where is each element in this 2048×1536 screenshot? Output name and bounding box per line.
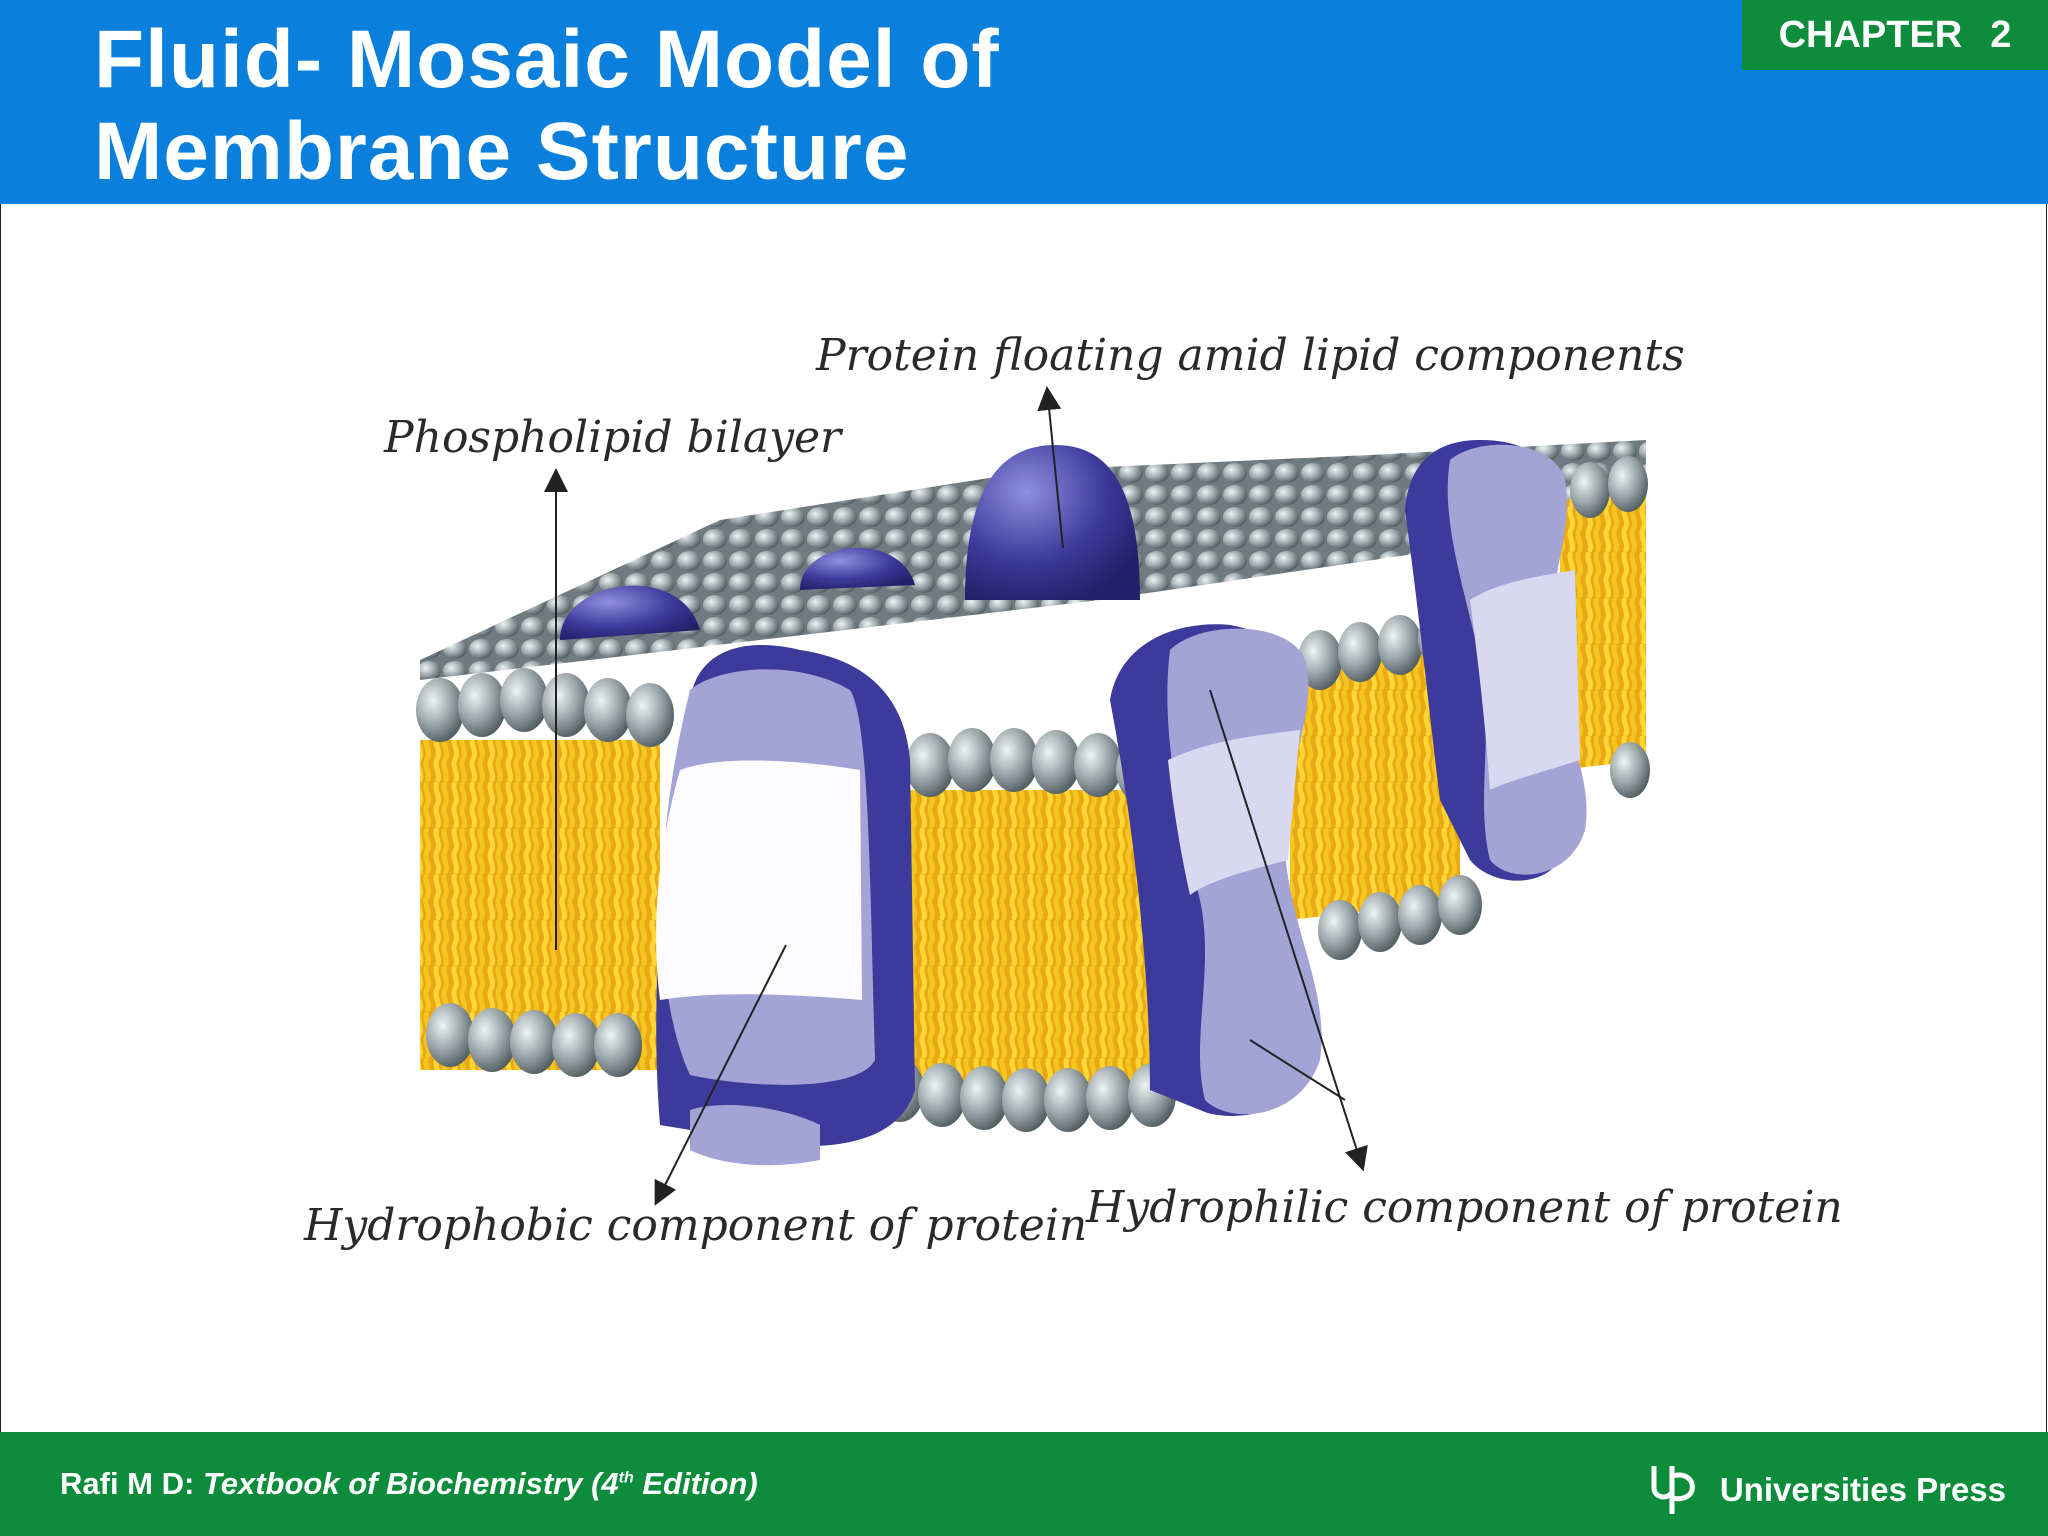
publisher: Universities Press [1648,1462,2006,1518]
citation-title: Textbook of Biochemistry (4th Edition) [202,1466,758,1501]
slide-footer: Rafi M D: Textbook of Biochemistry (4th … [0,1432,2048,1536]
label-arrows [544,386,1368,1206]
edition-superscript: th [618,1469,634,1487]
title-line-2: Membrane Structure [94,106,910,197]
chapter-number: 2 [1990,13,2012,56]
universities-press-logo-icon [1651,1466,1695,1514]
slide-frame [0,204,2047,1432]
peripheral-proteins [560,445,1140,640]
label-protein-floating: Protein floating amid lipid components [815,330,1685,381]
chapter-label: CHAPTER [1778,13,1963,56]
integral-protein-left [656,645,915,1166]
slide-header: Fluid- Mosaic Model of Membrane Structur… [0,0,2048,204]
title-line-1: Fluid- Mosaic Model of [94,14,1000,105]
label-hydrophobic: Hydrophobic component of protein [303,1200,1087,1251]
publisher-name: Universities Press [1719,1471,2006,1508]
chapter-badge: CHAPTER 2 [1742,0,2048,70]
citation-author: Rafi M D: [60,1466,203,1501]
slide-title: Fluid- Mosaic Model of Membrane Structur… [94,14,1000,198]
phospholipid-heads-top-row [416,456,1648,802]
label-hydrophilic: Hydrophilic component of protein [1085,1182,1843,1233]
integral-protein-middle [1110,624,1322,1116]
integral-protein-right [1405,440,1587,881]
label-phospholipid-bilayer: Phospholipid bilayer [383,412,844,463]
book-citation: Rafi M D: Textbook of Biochemistry (4th … [60,1466,758,1502]
membrane-diagram: Protein floating amid lipid components P… [303,330,1843,1251]
